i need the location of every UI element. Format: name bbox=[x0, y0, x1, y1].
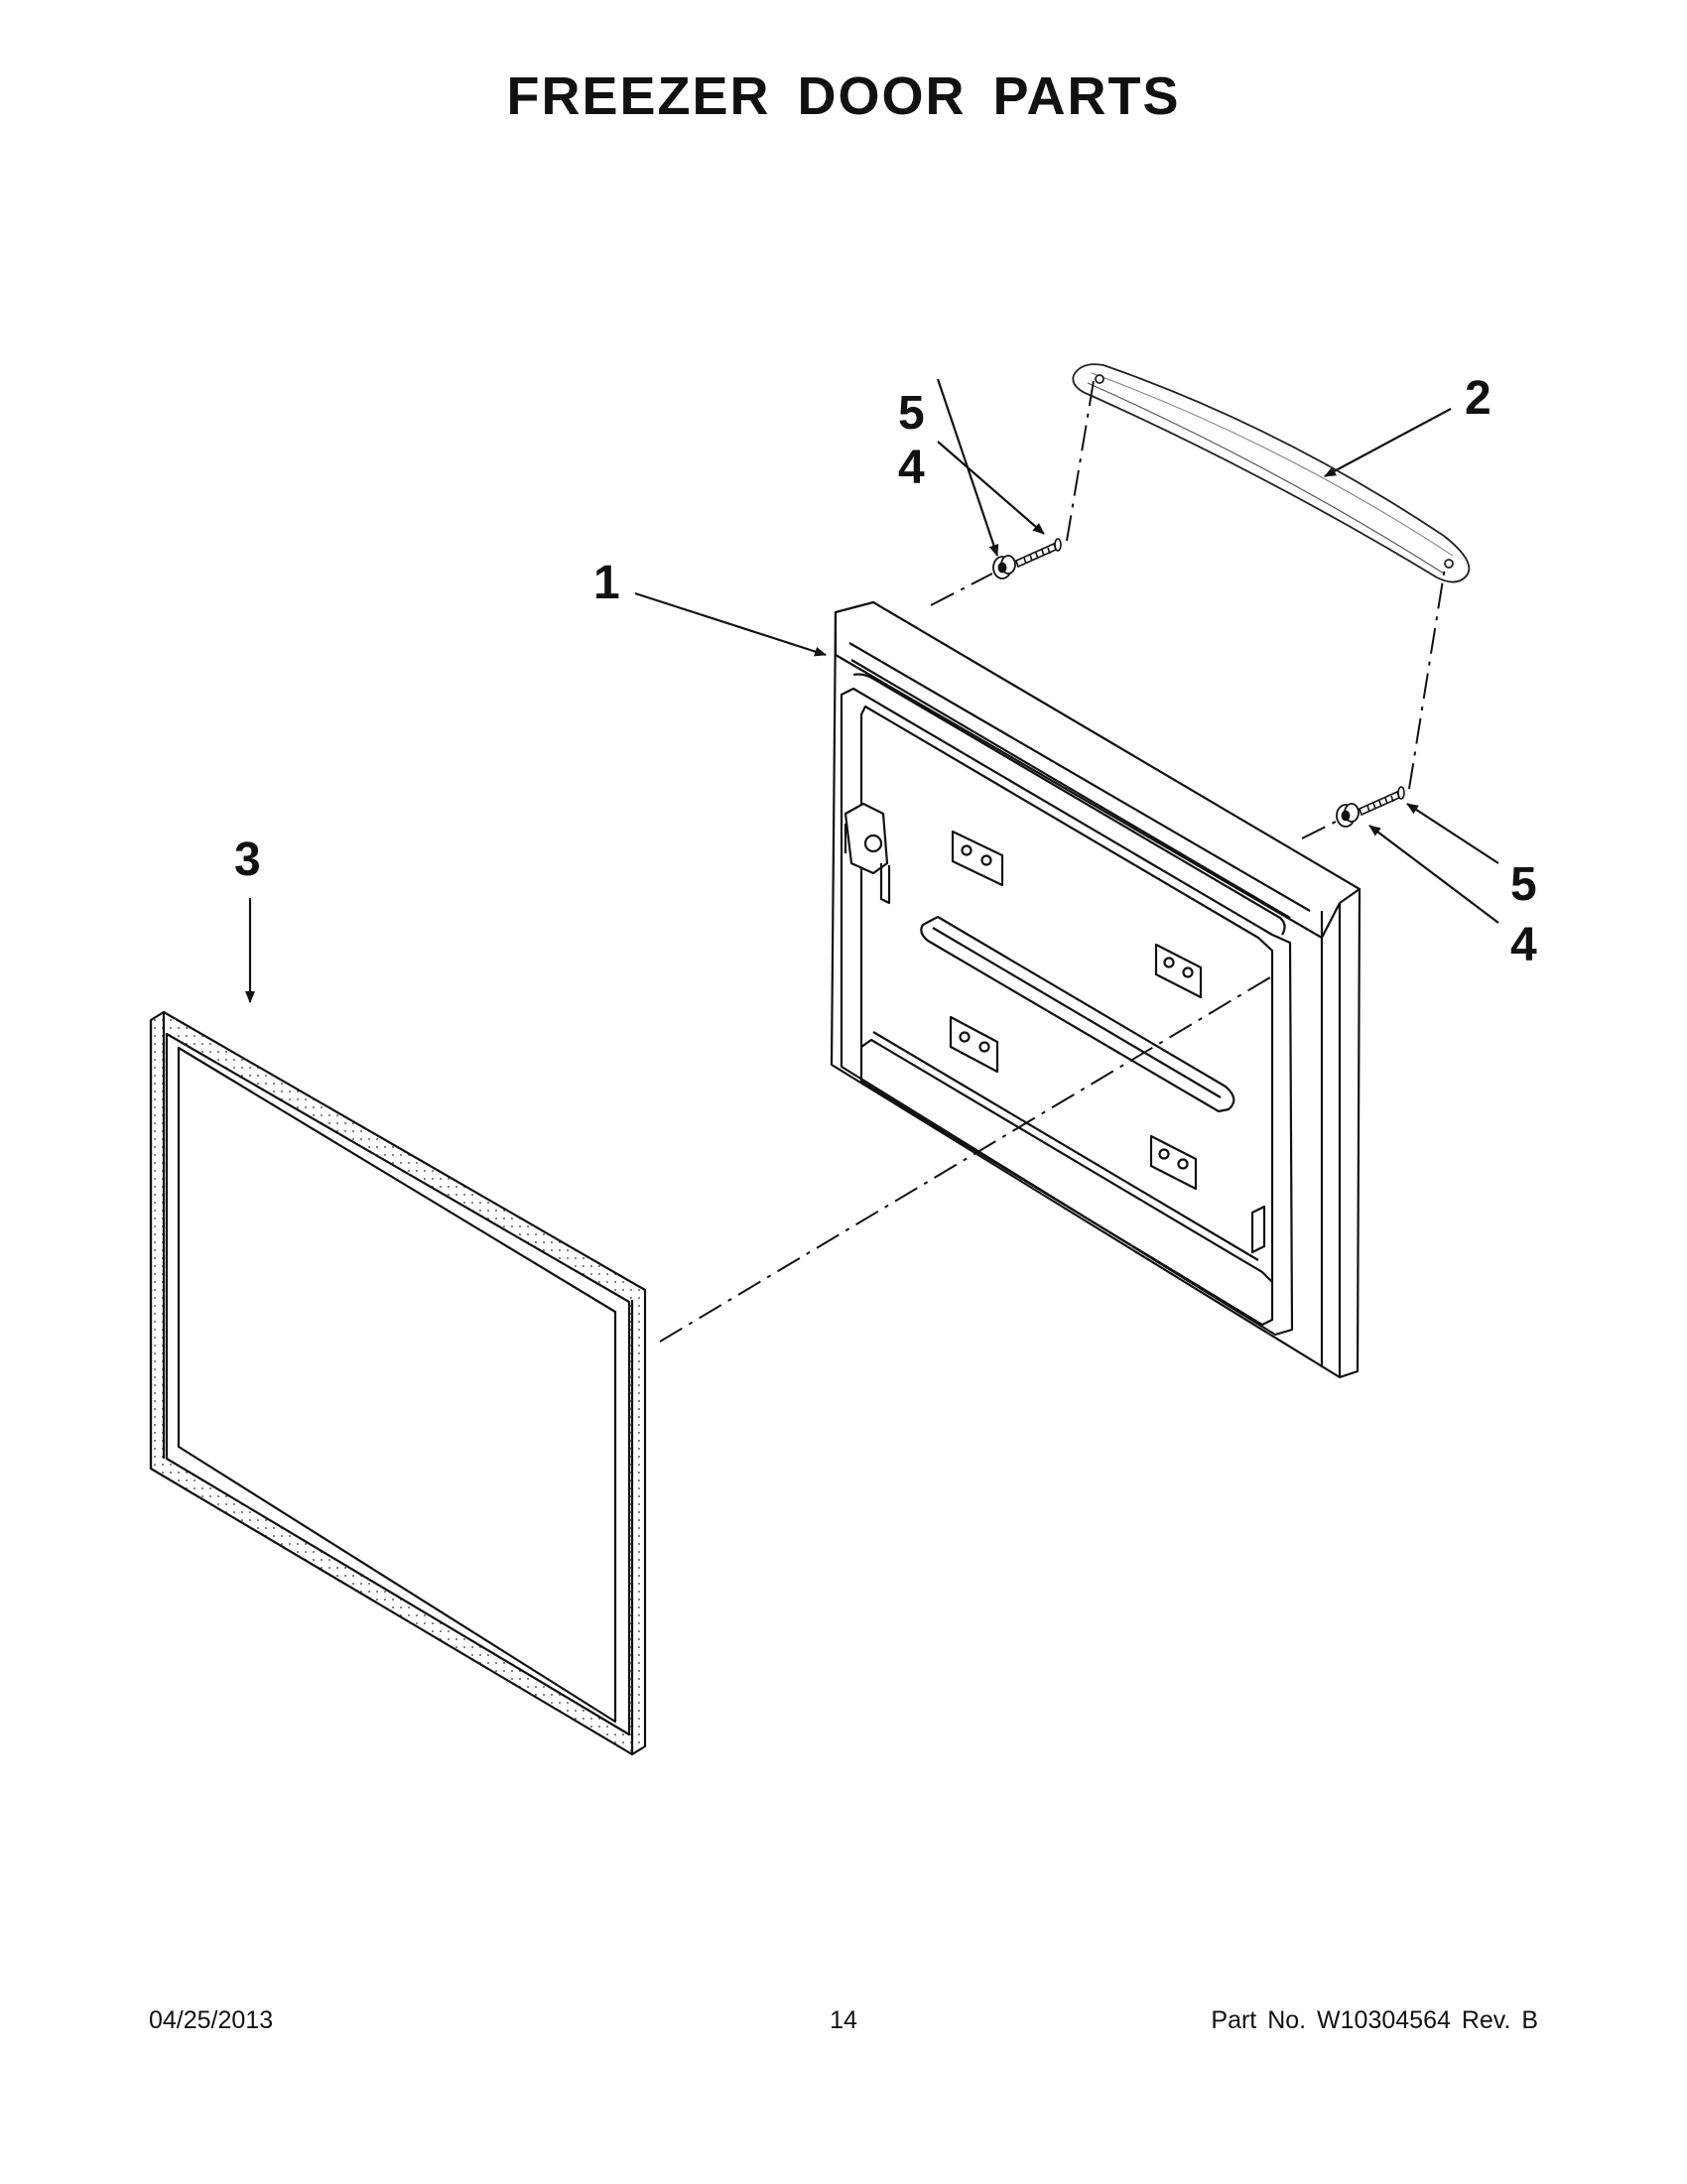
callout-1: 1 bbox=[593, 557, 620, 609]
assembly-lines bbox=[659, 380, 1446, 1343]
footer-page-number: 14 bbox=[830, 2006, 857, 2034]
footer-date: 04/25/2013 bbox=[149, 2006, 274, 2034]
callout-5-lower: 5 bbox=[1510, 858, 1537, 911]
screw-upper-part bbox=[1015, 538, 1062, 569]
mounting-plate bbox=[951, 830, 1004, 887]
mounting-plate bbox=[1154, 943, 1203, 999]
callout-3: 3 bbox=[234, 834, 261, 886]
mounting-plate bbox=[949, 1015, 999, 1074]
door-handle-part bbox=[1072, 363, 1471, 583]
door-gasket-part bbox=[149, 1010, 647, 1756]
page-title: FREEZER DOOR PARTS bbox=[506, 66, 1181, 126]
callout-2: 2 bbox=[1465, 372, 1492, 425]
mounting-plate bbox=[1149, 1134, 1198, 1191]
callout-4-lower: 4 bbox=[1510, 919, 1537, 971]
spacer-lower-part bbox=[1336, 803, 1360, 828]
callout-4-upper: 4 bbox=[898, 442, 925, 494]
spacer-upper-part bbox=[992, 555, 1016, 579]
screw-lower-part bbox=[1359, 786, 1405, 817]
callout-5-upper: 5 bbox=[898, 387, 925, 440]
footer-part-number: Part No. W10304564 Rev. B bbox=[1211, 2006, 1538, 2034]
freezer-door-part bbox=[830, 600, 1362, 1379]
leader-arrows bbox=[245, 378, 1499, 1003]
